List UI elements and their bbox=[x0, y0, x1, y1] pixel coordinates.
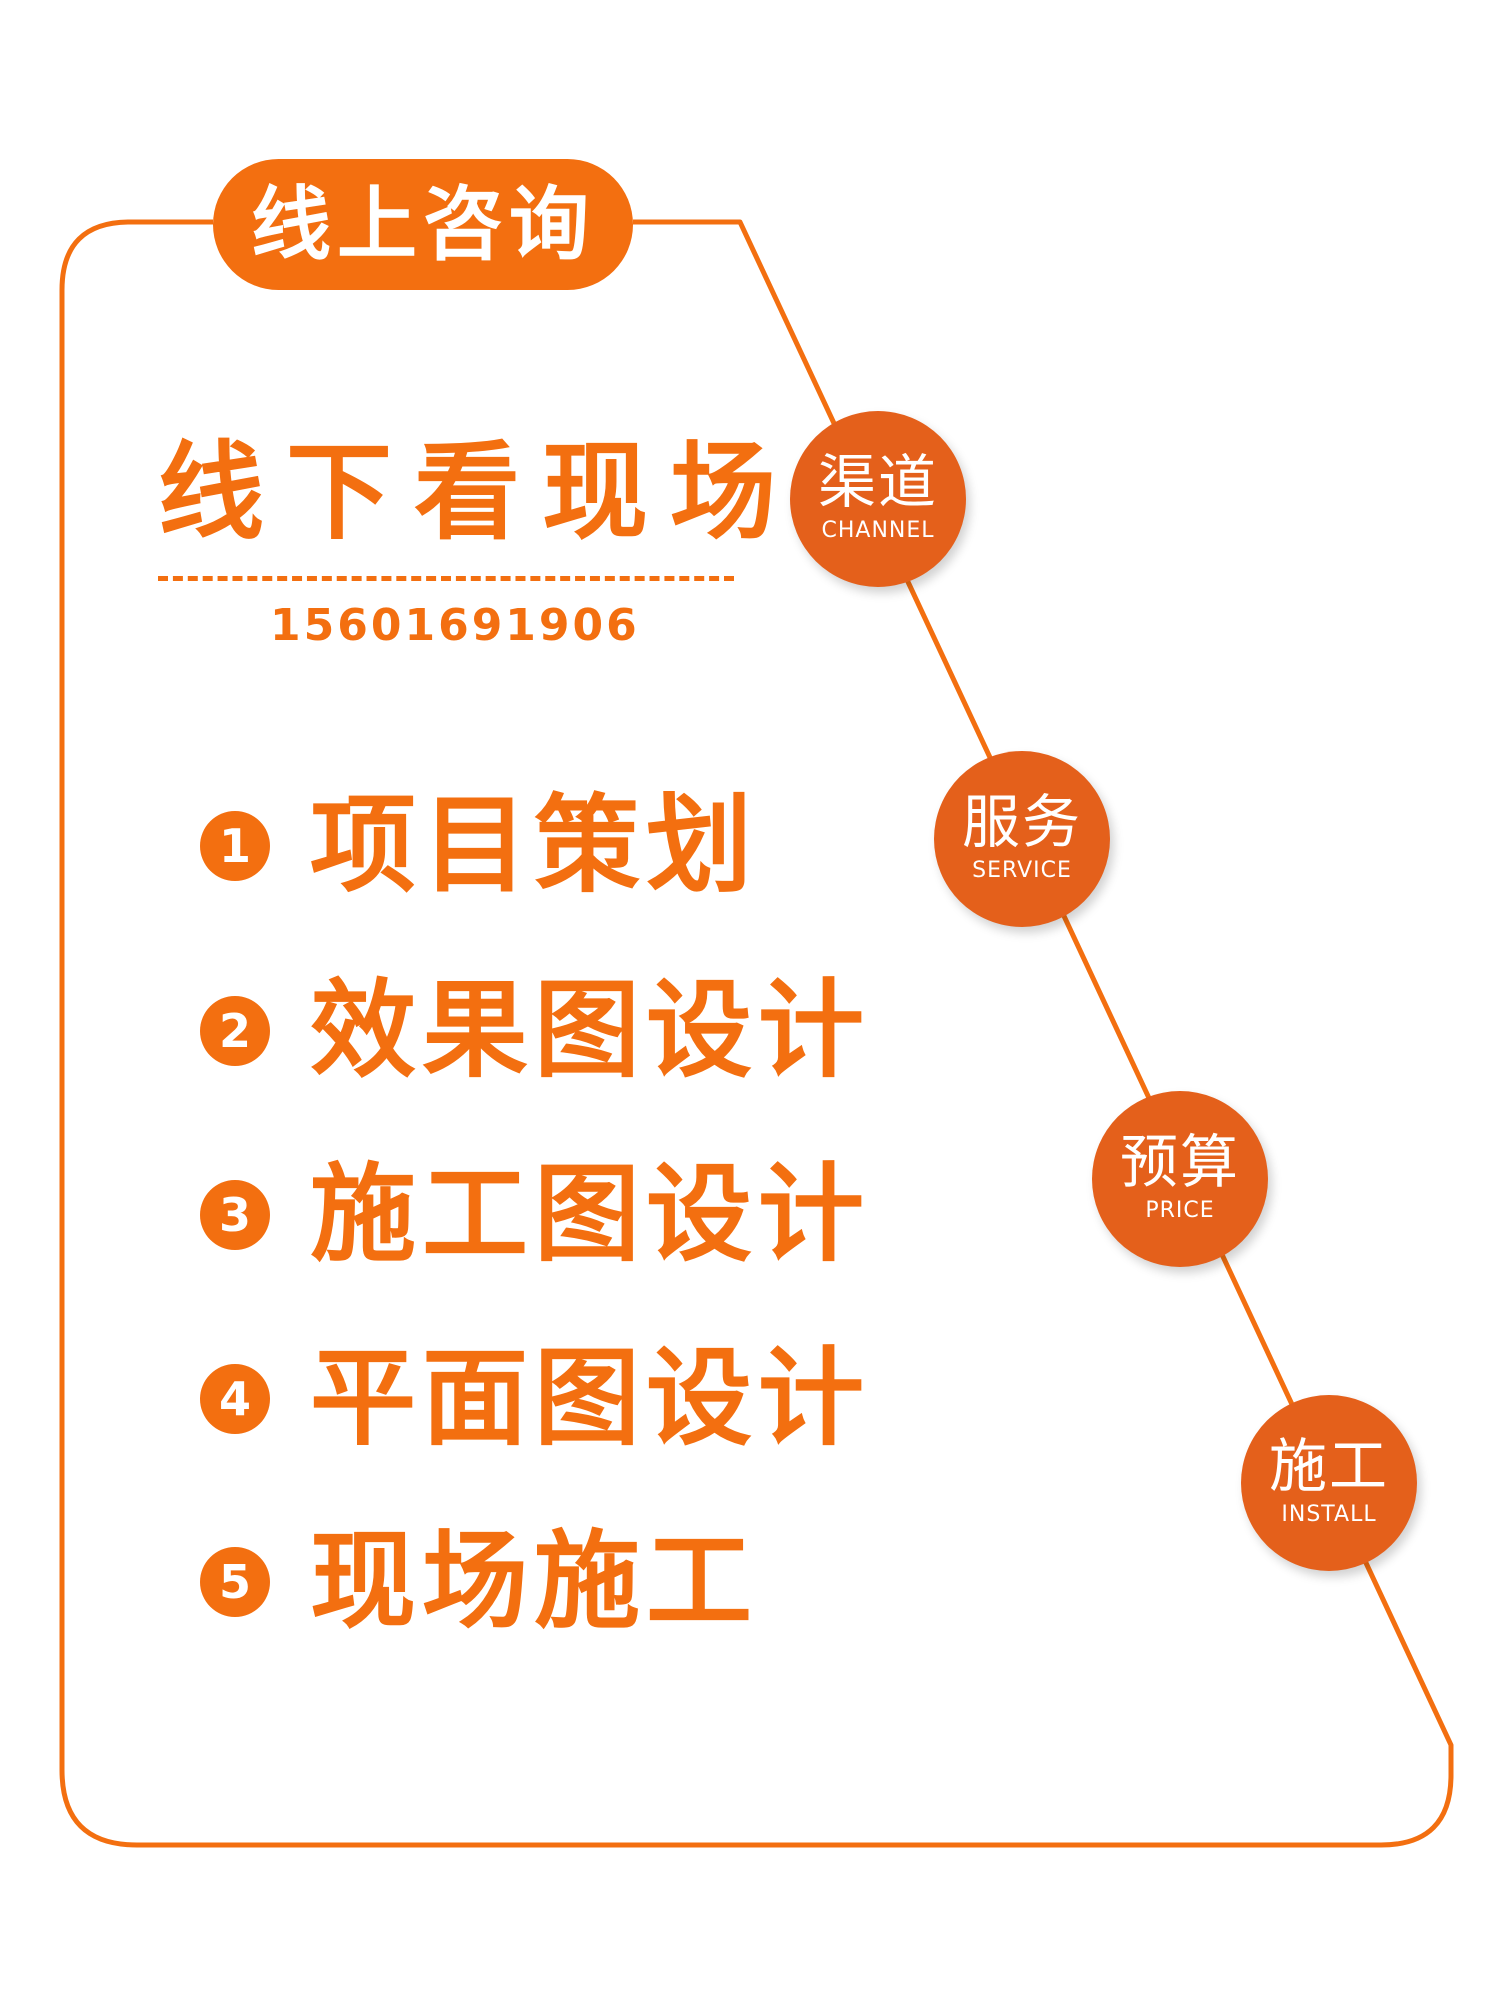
online-consult-badge: 线上咨询 bbox=[213, 159, 633, 290]
badge-title: 预算 bbox=[1119, 1128, 1240, 1196]
step-number: 4 bbox=[200, 1364, 270, 1434]
badge-subtitle: INSTALL bbox=[1281, 1502, 1377, 1527]
step-item-1: 1 项目策划 bbox=[200, 781, 758, 911]
step-item-4: 4 平面图设计 bbox=[200, 1334, 870, 1464]
step-label: 项目策划 bbox=[310, 784, 758, 907]
step-label: 现场施工 bbox=[310, 1520, 758, 1643]
step-item-5: 5 现场施工 bbox=[200, 1517, 758, 1647]
badge-subtitle: PRICE bbox=[1145, 1198, 1215, 1223]
badge-title: 施工 bbox=[1268, 1432, 1389, 1500]
step-label: 效果图设计 bbox=[310, 969, 870, 1092]
step-label: 施工图设计 bbox=[310, 1153, 870, 1276]
offline-visit-title: 线下看现场 bbox=[158, 431, 798, 554]
step-number: 5 bbox=[200, 1547, 270, 1617]
step-number: 1 bbox=[200, 811, 270, 881]
channel-badge: 渠道 CHANNEL bbox=[790, 411, 966, 587]
price-badge: 预算 PRICE bbox=[1092, 1091, 1268, 1267]
badge-title: 服务 bbox=[961, 788, 1082, 856]
badge-subtitle: SERVICE bbox=[972, 858, 1072, 883]
service-badge: 服务 SERVICE bbox=[934, 751, 1110, 927]
install-badge: 施工 INSTALL bbox=[1241, 1395, 1417, 1571]
dashed-divider bbox=[158, 576, 734, 581]
step-number: 2 bbox=[200, 996, 270, 1066]
step-label: 平面图设计 bbox=[310, 1337, 870, 1460]
step-item-2: 2 效果图设计 bbox=[200, 966, 870, 1096]
badge-title: 渠道 bbox=[817, 448, 938, 516]
step-number: 3 bbox=[200, 1180, 270, 1250]
step-item-3: 3 施工图设计 bbox=[200, 1150, 870, 1280]
phone-number[interactable]: 15601691906 bbox=[270, 600, 640, 651]
badge-subtitle: CHANNEL bbox=[821, 518, 935, 543]
